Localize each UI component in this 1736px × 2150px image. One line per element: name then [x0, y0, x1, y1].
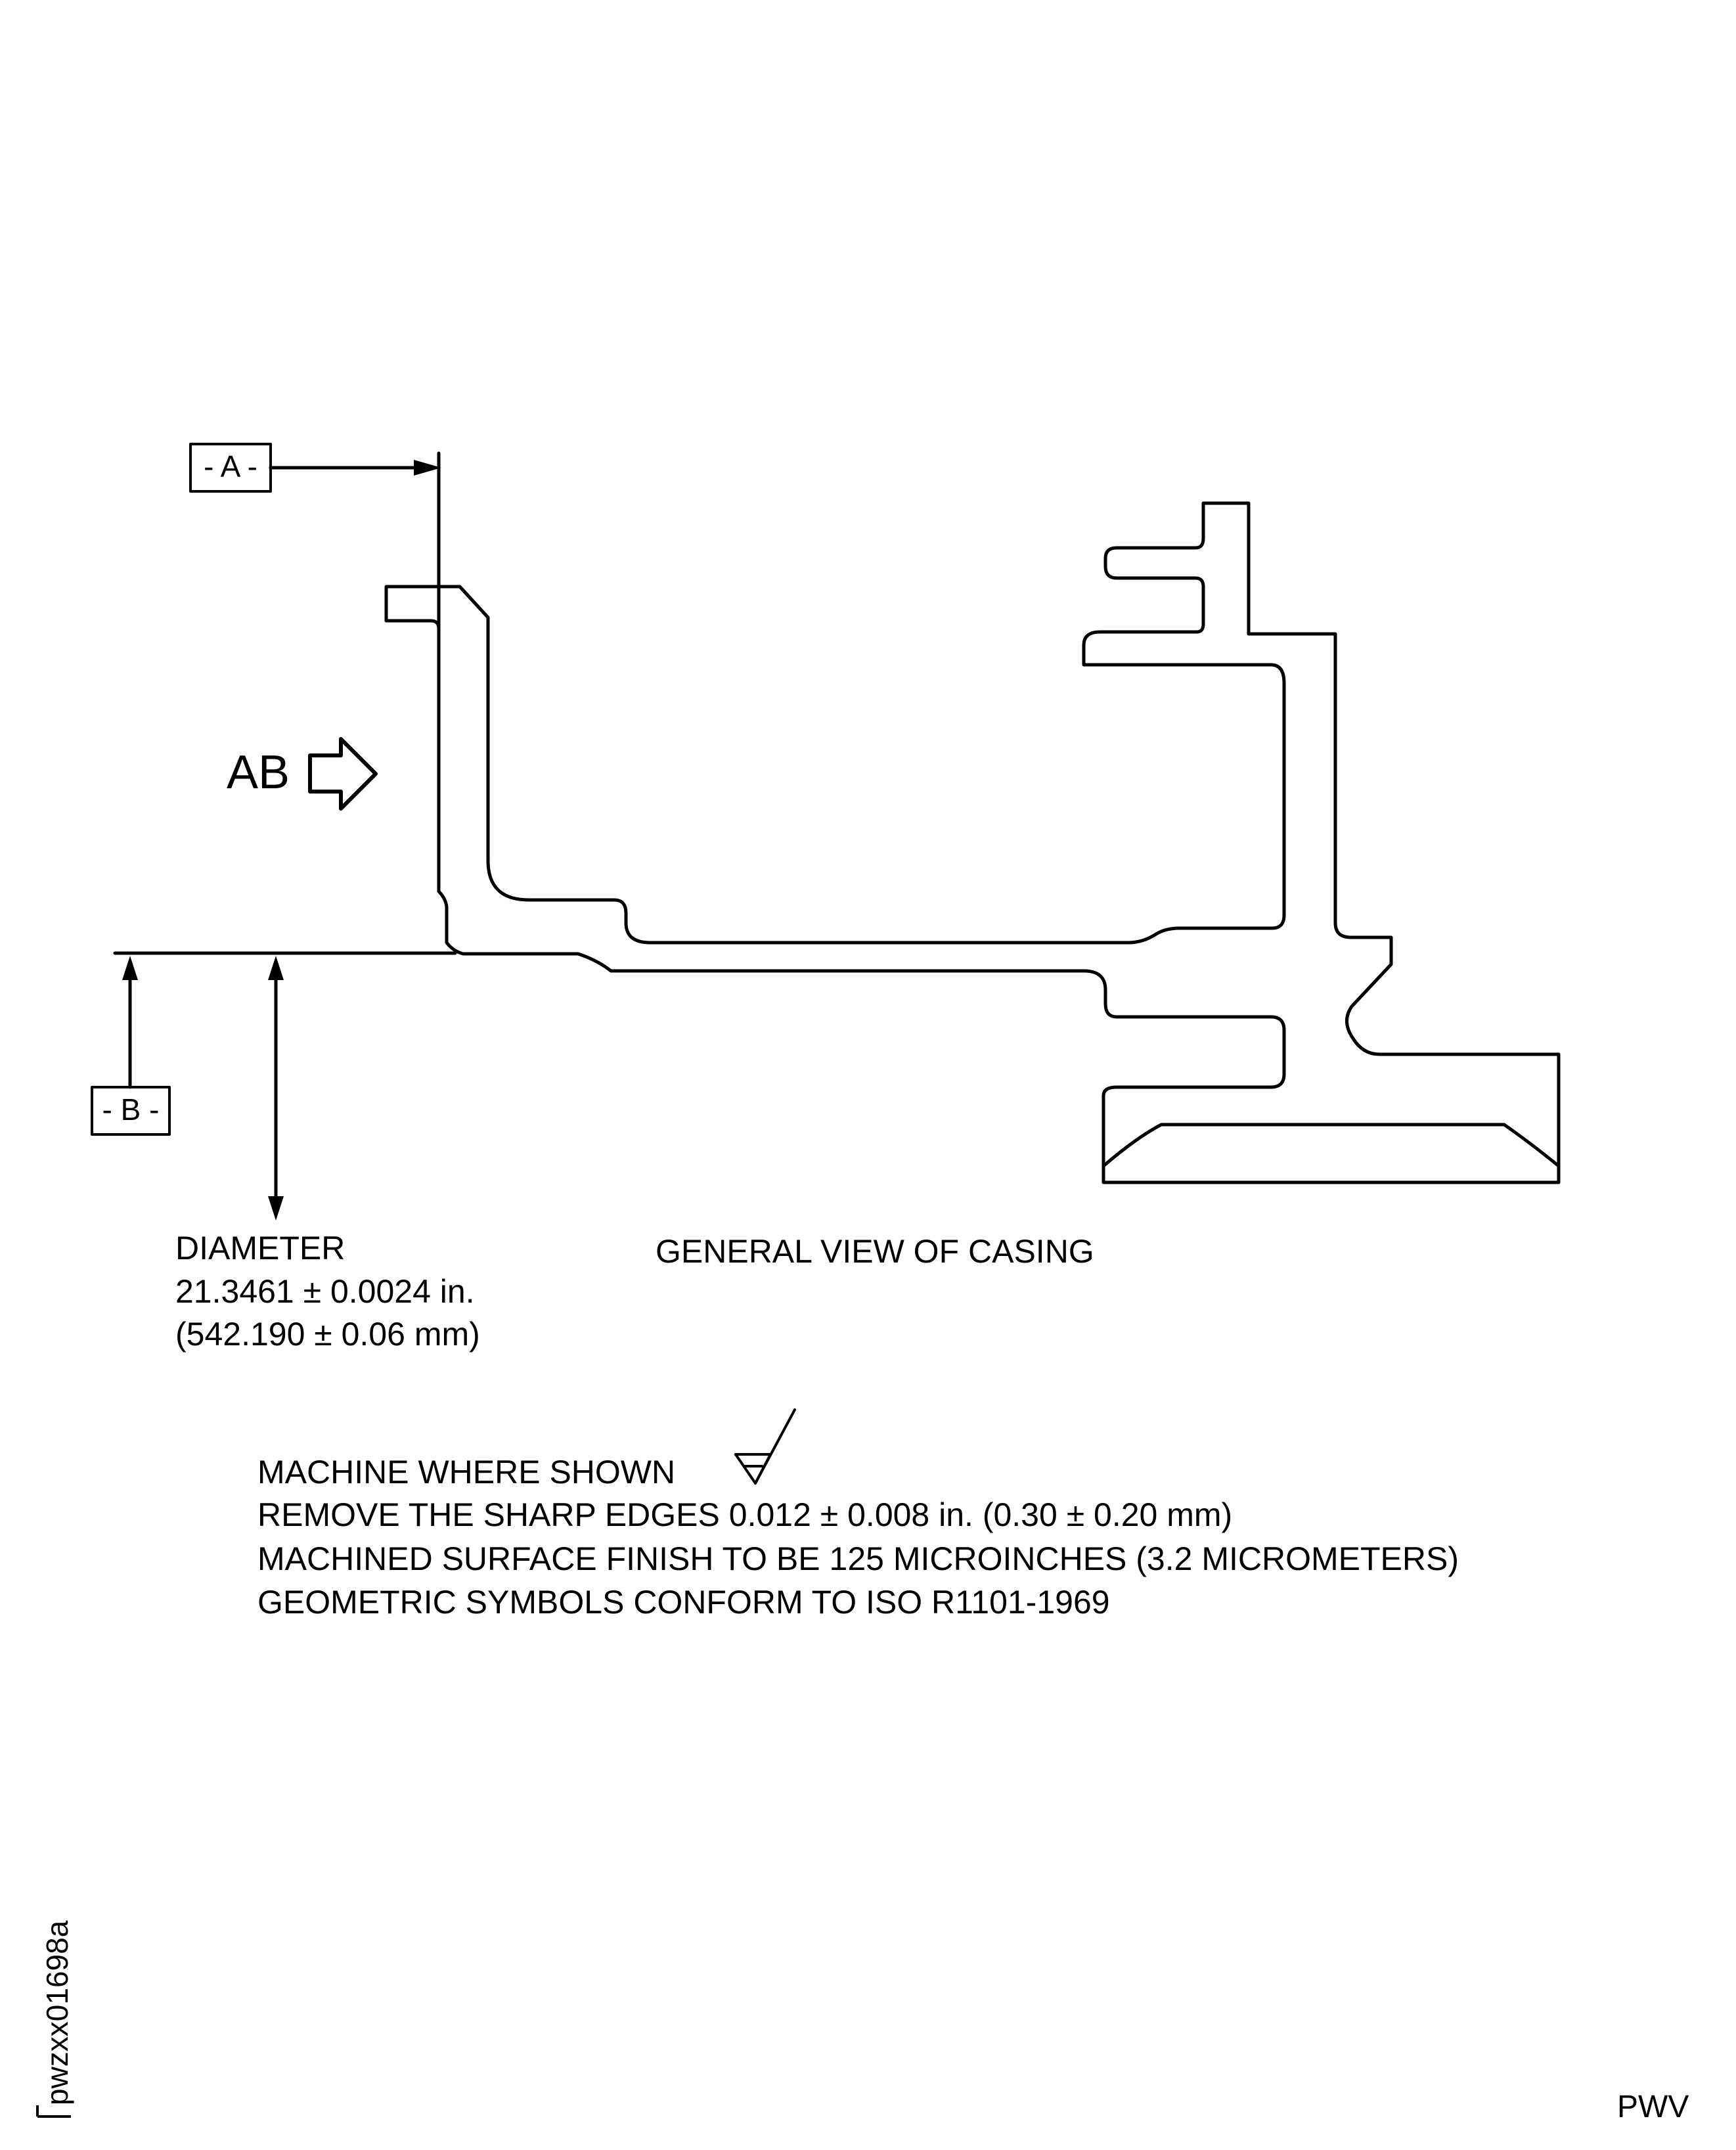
datum-a-label: - A - — [204, 449, 257, 483]
datum-a-arrowhead — [414, 460, 441, 476]
note-1: MACHINE WHERE SHOWN — [257, 1454, 675, 1490]
flange-chamfer-line — [1102, 1123, 1561, 1168]
datum-b-frame — [91, 1086, 171, 1136]
note-3: MACHINED SURFACE FINISH TO BE 125 MICROI… — [257, 1540, 1459, 1577]
note-2: REMOVE THE SHARP EDGES 0.012 ± 0.008 in.… — [257, 1496, 1232, 1533]
datum-b-arrowhead — [122, 956, 138, 980]
figure-id-block: pwzxx01698a — [36, 1920, 74, 2118]
view-title: GENERAL VIEW OF CASING — [656, 1233, 1094, 1270]
figure-id-bracket — [36, 2105, 71, 2118]
datum-b-label: - B - — [102, 1092, 160, 1127]
dimension-value-in: 21.3461 ± 0.0024 in. — [175, 1273, 475, 1310]
datum-a-frame — [189, 443, 272, 493]
dimension-value-mm: (542.190 ± 0.06 mm) — [175, 1316, 480, 1353]
note-4: GEOMETRIC SYMBOLS CONFORM TO ISO R1101-1… — [257, 1584, 1110, 1621]
view-ab-arrow-icon — [308, 737, 378, 811]
footer-code: PWV — [1617, 2090, 1689, 2124]
dimension-label: DIAMETER — [175, 1230, 345, 1266]
machined-surface-symbol-icon — [734, 1408, 796, 1485]
view-marker-label: AB — [227, 746, 290, 799]
diameter-arrowhead-bottom — [268, 1196, 284, 1221]
figure-id: pwzxx01698a — [40, 1920, 74, 2105]
diameter-arrowhead-top — [268, 956, 284, 980]
casing-outline — [384, 501, 1561, 1184]
